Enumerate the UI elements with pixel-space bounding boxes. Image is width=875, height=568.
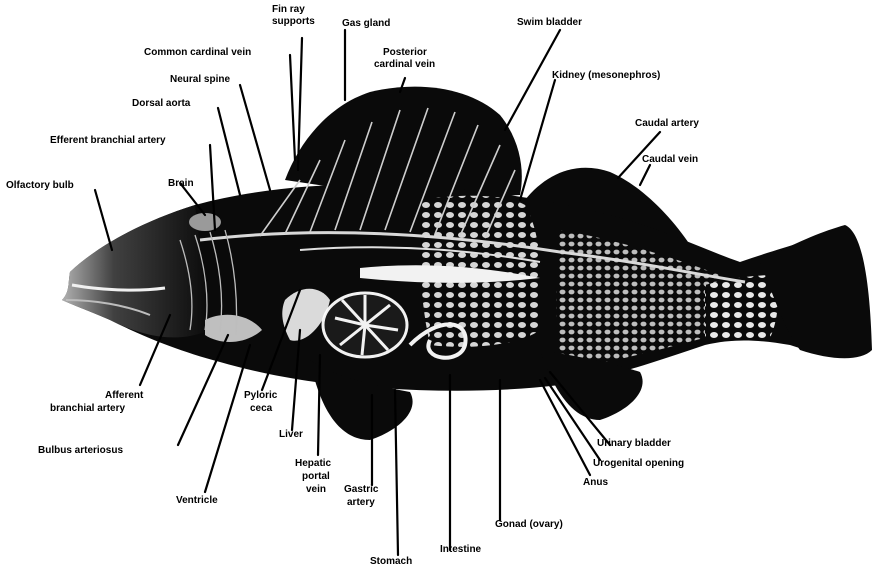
label-anus: Anus xyxy=(583,477,608,488)
label-stomach: Stomach xyxy=(370,556,412,567)
label-liver: Liver xyxy=(279,429,303,440)
label-ventricle: Ventricle xyxy=(176,495,218,506)
label-gonad: Gonad (ovary) xyxy=(495,519,563,530)
label-olfactory-bulb: Olfactory bulb xyxy=(6,180,74,191)
label-dorsal-aorta: Dorsal aorta xyxy=(132,98,191,109)
label-urinary-bladder: Urinary bladder xyxy=(597,438,671,449)
label-efferent-branchial-artery: Efferent branchial artery xyxy=(50,135,166,146)
label-common-cardinal-vein: Common cardinal vein xyxy=(144,47,251,58)
label-kidney: Kidney (mesonephros) xyxy=(552,70,660,81)
label-caudal-artery: Caudal artery xyxy=(635,118,699,129)
label-intestine: Intestine xyxy=(440,544,482,555)
label-brain: Brain xyxy=(168,178,194,189)
label-swim-bladder: Swim bladder xyxy=(517,17,582,28)
label-gas-gland: Gas gland xyxy=(342,18,390,29)
label-caudal-vein: Caudal vein xyxy=(642,154,698,165)
scale-patch-tail xyxy=(705,275,778,341)
label-urogenital-opening: Urogenital opening xyxy=(593,458,684,469)
label-neural-spine: Neural spine xyxy=(170,74,230,85)
fish-body xyxy=(62,87,872,440)
dorsal-fin xyxy=(285,87,522,200)
label-bulbus-arteriosus: Bulbus arteriosus xyxy=(38,445,123,456)
